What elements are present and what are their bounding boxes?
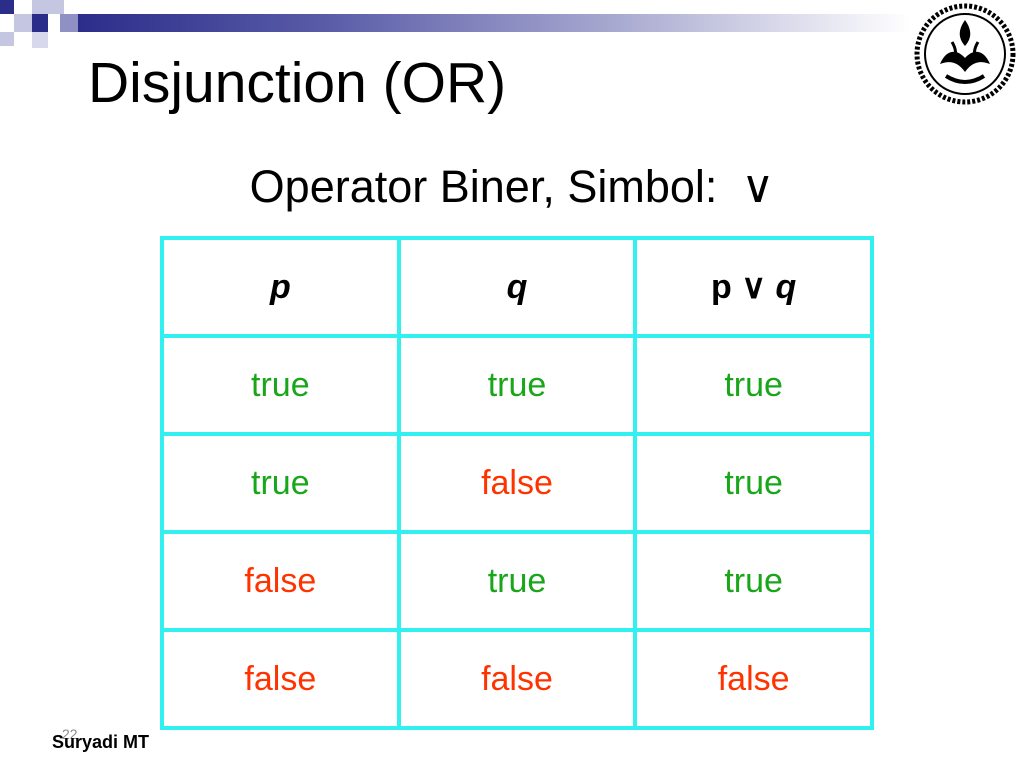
or-symbol: ∨ — [741, 161, 775, 212]
cell-p: false — [160, 530, 401, 632]
cell-result: true — [633, 334, 874, 436]
slide-number: 22 — [62, 726, 78, 742]
cell-q: false — [396, 432, 638, 534]
cell-result: false — [633, 628, 874, 730]
subtitle-text: Operator Biner, Simbol: — [249, 161, 718, 212]
cell-result: true — [633, 432, 874, 534]
deco-square — [0, 0, 14, 14]
cell-q: true — [396, 334, 638, 436]
table-row: true false true — [160, 432, 874, 534]
table-row: false false false — [160, 628, 874, 730]
table-row: false true true — [160, 530, 874, 632]
deco-square — [60, 14, 78, 32]
deco-square — [32, 0, 48, 14]
cell-q: true — [396, 530, 638, 632]
cell-p: true — [160, 334, 401, 436]
table-header-row: p q p ∨ q — [160, 236, 874, 338]
university-seal-icon — [914, 3, 1016, 105]
deco-square — [0, 32, 14, 46]
deco-square — [48, 0, 64, 14]
slide-subtitle: Operator Biner, Simbol: ∨ — [0, 160, 1024, 213]
deco-square — [32, 14, 48, 32]
footer-author: Suryadi MT — [52, 732, 150, 752]
cell-p: true — [160, 432, 401, 534]
truth-table: p q p ∨ q true true true true false true… — [160, 236, 874, 730]
header-p-or-q: p ∨ q — [633, 236, 874, 338]
header-p: p — [160, 236, 401, 338]
header-decoration — [0, 0, 1024, 50]
deco-square — [14, 0, 32, 14]
cell-p: false — [160, 628, 401, 730]
deco-square — [32, 32, 48, 48]
header-gradient-bar — [78, 14, 910, 32]
header-q: q — [396, 236, 638, 338]
deco-square — [14, 14, 32, 32]
slide-title: Disjunction (OR) — [88, 51, 507, 115]
cell-q: false — [396, 628, 638, 730]
table-row: true true true — [160, 334, 874, 436]
cell-result: true — [633, 530, 874, 632]
